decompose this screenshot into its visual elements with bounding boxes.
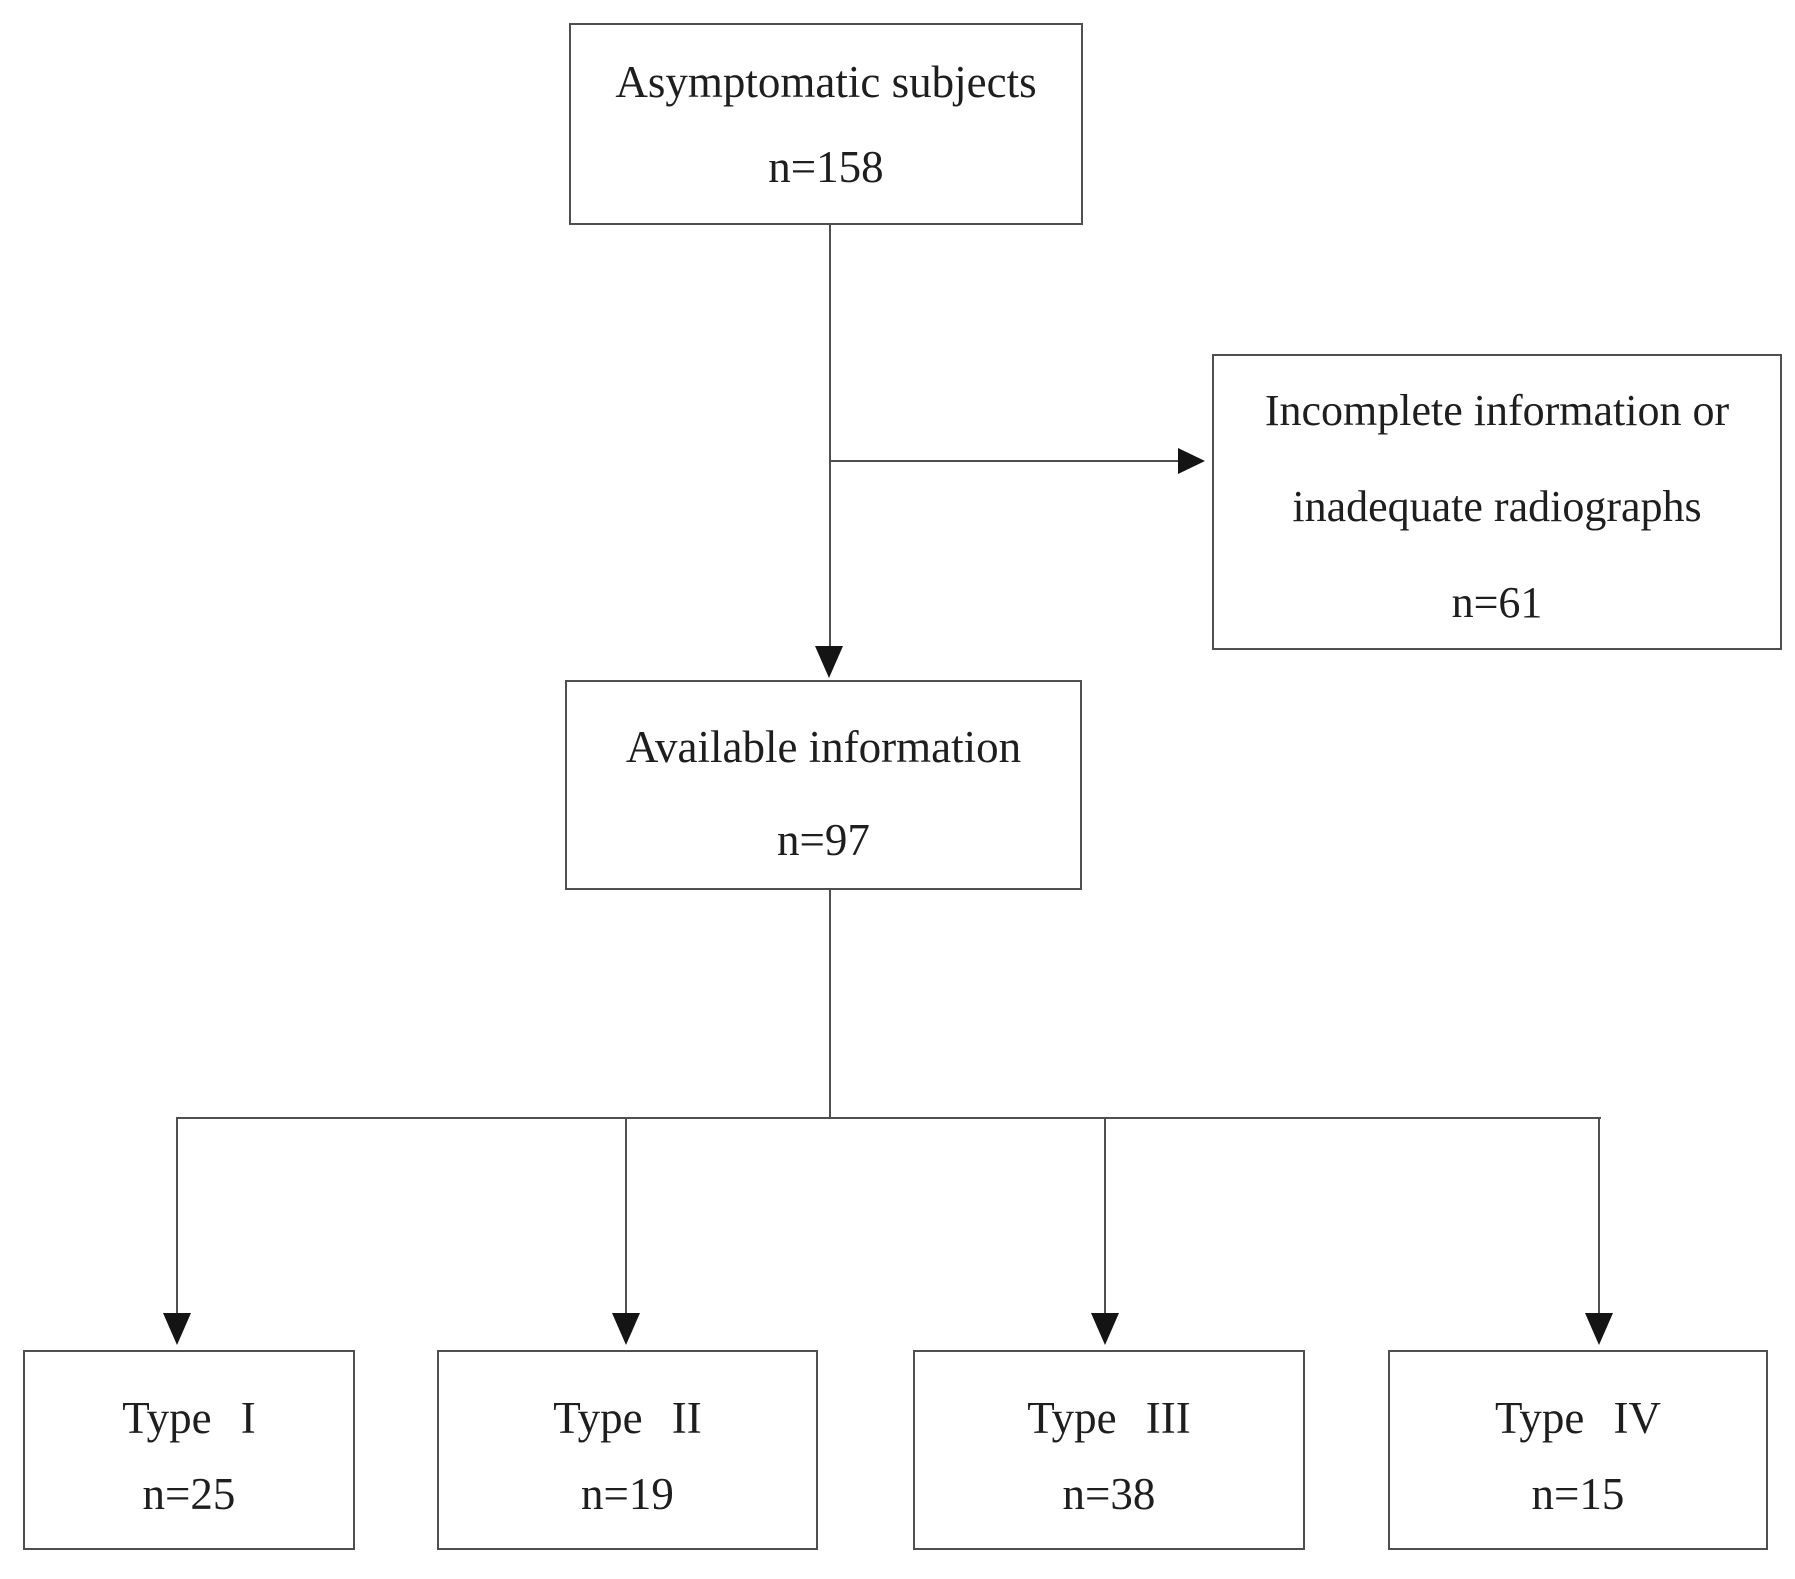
connector-top-to-available-line (829, 225, 831, 652)
arrowhead-into-type3-icon (1091, 1313, 1119, 1345)
box-type-1: Type I n=25 (23, 1350, 355, 1550)
connector-to-excluded-line (830, 460, 1180, 462)
connector-available-to-branch-line (829, 890, 831, 1119)
branch-horizontal-line (176, 1117, 1601, 1119)
available-title: Available information (625, 721, 1022, 772)
type2-count: n=19 (581, 1469, 674, 1519)
type1-title: Type I (122, 1393, 256, 1443)
asymptomatic-count: n=158 (768, 141, 884, 192)
box-type-3: Type III n=38 (913, 1350, 1305, 1550)
box-type-2: Type II n=19 (437, 1350, 818, 1550)
type1-count: n=25 (142, 1469, 236, 1519)
arrowhead-into-available-icon (815, 646, 843, 678)
asymptomatic-title: Asymptomatic subjects (615, 56, 1037, 107)
arrowhead-into-type4-icon (1585, 1313, 1613, 1345)
excluded-line1: Incomplete information or (1264, 386, 1730, 435)
branch-line-type3 (1104, 1117, 1106, 1315)
excluded-count: n=61 (1451, 578, 1543, 627)
type3-count: n=38 (1062, 1469, 1156, 1519)
arrowhead-into-excluded-icon (1178, 448, 1205, 474)
available-count: n=97 (777, 814, 870, 865)
type2-title: Type II (553, 1393, 702, 1443)
excluded-line2: inadequate radiographs (1292, 482, 1702, 531)
type4-count: n=15 (1531, 1469, 1625, 1519)
branch-line-type2 (625, 1117, 627, 1315)
branch-line-type1 (176, 1117, 178, 1315)
branch-line-type4 (1598, 1117, 1600, 1315)
arrowhead-into-type1-icon (163, 1313, 191, 1345)
arrowhead-into-type2-icon (612, 1313, 640, 1345)
box-excluded-subjects: Incomplete information or inadequate rad… (1212, 354, 1782, 650)
box-type-4: Type IV n=15 (1388, 1350, 1768, 1550)
type4-title: Type IV (1494, 1393, 1662, 1443)
box-asymptomatic-subjects: Asymptomatic subjects n=158 (569, 23, 1083, 225)
box-available-information: Available information n=97 (565, 680, 1082, 890)
type3-title: Type III (1027, 1393, 1191, 1443)
